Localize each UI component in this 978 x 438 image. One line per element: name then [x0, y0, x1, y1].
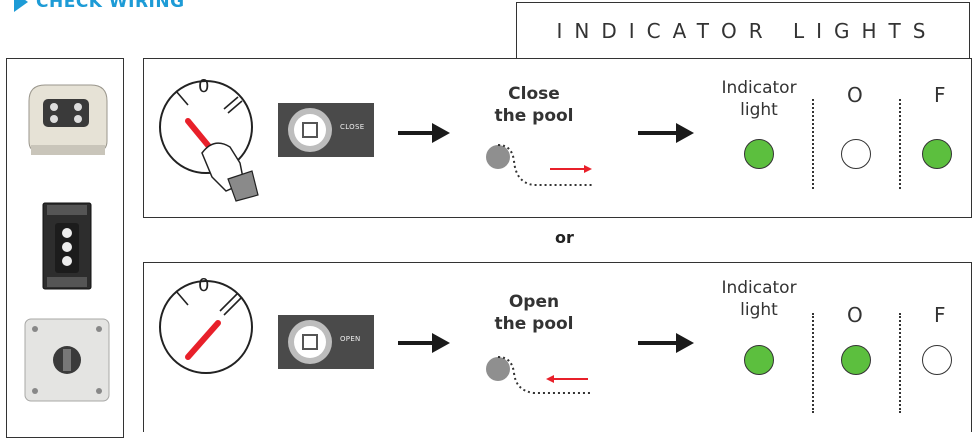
action-title-close: Close the pool	[474, 83, 594, 127]
key-switch-box-image	[24, 318, 110, 402]
dotted-divider	[899, 99, 901, 189]
column-f-label: F	[934, 83, 946, 107]
action-line-2: the pool	[494, 106, 574, 126]
wall-control-box-image	[28, 84, 108, 155]
indicator-label-line-1: Indicator	[721, 278, 797, 298]
f-light-on	[922, 139, 952, 169]
indicator-light-on	[744, 139, 774, 169]
cover-opening-motion-icon	[486, 356, 592, 394]
action-line-1: Open	[508, 292, 560, 312]
din-module-image	[42, 202, 92, 290]
dial-label-zero: 0	[198, 76, 210, 97]
indicator-label-line-2: light	[740, 100, 778, 120]
key-dial-close-icon	[159, 80, 259, 202]
section-header: CHECK WIRING	[0, 0, 185, 14]
control-panel-close-image: CLOSE	[278, 103, 374, 157]
dotted-divider	[812, 99, 814, 189]
header-title: CHECK WIRING	[36, 0, 185, 12]
indicator-lights-title: INDICATOR LIGHTS	[556, 18, 938, 43]
action-line-2: the pool	[494, 314, 574, 334]
action-title-open: Open the pool	[474, 291, 594, 335]
indicator-label-line-1: Indicator	[721, 78, 797, 98]
play-triangle-icon	[14, 0, 28, 12]
control-panel-open-image: OPEN	[278, 315, 374, 369]
separator-or: or	[555, 228, 574, 247]
action-line-1: Close	[508, 84, 560, 104]
o-light-off	[841, 139, 871, 169]
indicator-light-label: Indicator light	[704, 77, 814, 121]
panel-label: CLOSE	[340, 123, 365, 131]
f-light-off	[922, 345, 952, 375]
column-f-label: F	[934, 303, 946, 327]
close-cover-icon	[302, 122, 318, 138]
column-o-label: O	[847, 303, 863, 327]
close-pool-row: 0 CLOSE Close the pool Indicator light O…	[143, 58, 972, 218]
open-cover-icon	[302, 334, 318, 350]
column-o-label: O	[847, 83, 863, 107]
indicator-lights-title-box: INDICATOR LIGHTS	[516, 2, 970, 58]
dotted-divider	[899, 313, 901, 413]
right-arrow-icon	[638, 123, 694, 143]
dial-label-zero: 0	[198, 275, 210, 296]
right-arrow-icon	[398, 123, 450, 143]
cover-closing-motion-icon	[486, 144, 592, 186]
indicator-light-label: Indicator light	[704, 277, 814, 321]
right-arrow-icon	[638, 333, 694, 353]
key-dial-open-icon	[159, 280, 253, 374]
open-pool-row: 0 OPEN Open the pool Indicator light O F	[143, 262, 972, 432]
indicator-light-on	[744, 345, 774, 375]
right-arrow-icon	[398, 333, 450, 353]
indicator-label-line-2: light	[740, 300, 778, 320]
o-light-on	[841, 345, 871, 375]
panel-label: OPEN	[340, 335, 361, 343]
dotted-divider	[812, 313, 814, 413]
device-column	[6, 58, 124, 438]
